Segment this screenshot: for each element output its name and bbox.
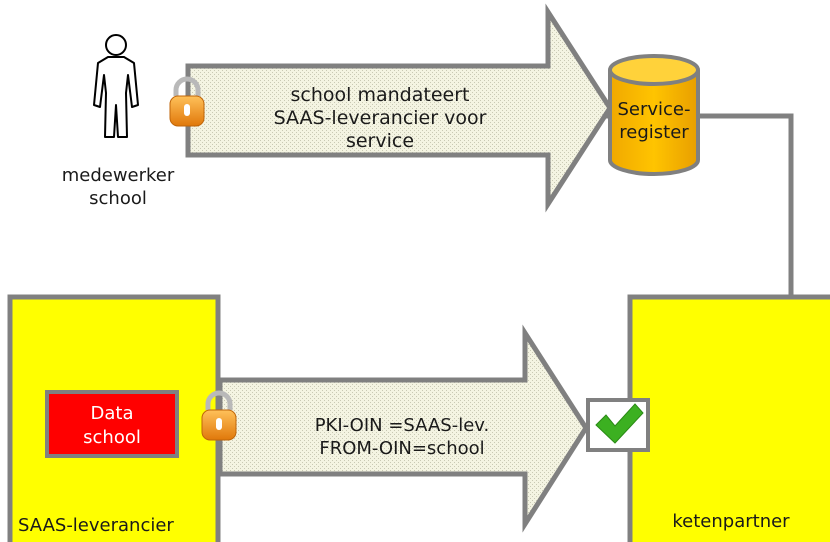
bottom-arrow: PKI-OIN =SAAS-lev. FROM-OIN=school — [217, 324, 589, 533]
top-arrow-line2: SAAS-leverancier voor — [274, 107, 487, 129]
service-register-line2: register — [619, 122, 689, 143]
actor-label-line1: medewerker — [62, 165, 175, 186]
service-register: Service- register — [608, 54, 700, 176]
padlock-icon — [201, 390, 237, 441]
bottom-arrow-line1: PKI-OIN =SAAS-lev. — [315, 415, 490, 436]
checkmark-box — [586, 398, 650, 452]
data-school-line2: school — [83, 427, 141, 448]
top-arrow: school mandateert SAAS-leverancier voor … — [185, 3, 613, 213]
checkmark-icon — [595, 403, 644, 444]
actor-label-line2: school — [89, 188, 147, 209]
ketenpartner-box: ketenpartner — [627, 294, 830, 542]
service-register-line1: Service- — [617, 99, 690, 120]
ketenpartner-label: ketenpartner — [672, 511, 790, 532]
top-arrow-line1: school mandateert — [291, 84, 470, 106]
database-cylinder-icon — [608, 54, 700, 86]
saas-leverancier-label: SAAS-leverancier — [18, 515, 174, 536]
data-school-box: Data school — [45, 390, 179, 458]
bottom-arrow-line2: FROM-OIN=school — [319, 438, 484, 459]
person-icon — [93, 34, 139, 138]
data-school-line1: Data — [91, 403, 134, 424]
top-arrow-line3: service — [346, 130, 414, 152]
padlock-icon — [169, 76, 205, 127]
